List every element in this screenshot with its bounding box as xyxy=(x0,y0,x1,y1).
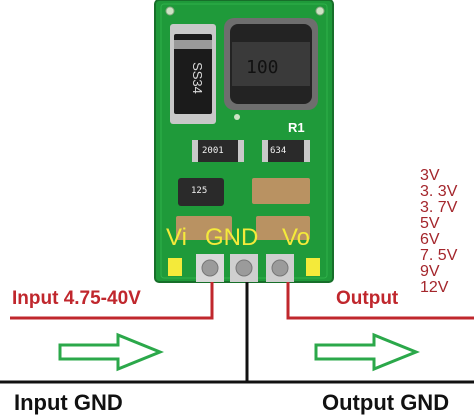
voltage-option: 3. 3V xyxy=(420,183,458,200)
pin-label-vo: Vo xyxy=(282,224,311,251)
schottky-diode: SS34 xyxy=(170,24,216,124)
voltage-option: 3. 7V xyxy=(420,199,458,216)
diode-marking: SS34 xyxy=(190,62,205,94)
inductor xyxy=(224,18,318,110)
voltage-option: 9V xyxy=(420,263,440,280)
output-label: Output xyxy=(336,288,399,309)
pin-label-vi: Vi xyxy=(166,224,187,251)
input-gnd-label: Input GND xyxy=(14,390,123,415)
voltage-option: 12V xyxy=(420,279,449,296)
pin-label-gnd: GND xyxy=(205,224,259,251)
output-arrow xyxy=(314,332,420,372)
voltage-option: 7. 5V xyxy=(420,247,458,264)
output-gnd-label: Output GND xyxy=(322,390,450,415)
smd-components xyxy=(176,140,310,240)
input-voltage-label: Input 4.75-40V xyxy=(12,288,141,309)
voltage-option: 5V xyxy=(420,215,440,232)
voltage-option: 3V xyxy=(420,167,440,184)
r1-label: R1 xyxy=(288,120,305,135)
voltage-option: 6V xyxy=(420,231,440,248)
resistor-2001: 2001 xyxy=(202,146,224,156)
header-pins xyxy=(168,254,320,282)
inductor-code: 100 xyxy=(246,57,279,78)
input-wire xyxy=(10,282,214,320)
resistor-634: 634 xyxy=(270,146,287,156)
resistor-125: 125 xyxy=(191,186,208,196)
output-wire xyxy=(286,282,474,320)
input-arrow xyxy=(58,332,164,372)
output-voltage-list: 3V 3. 3V 3. 7V 5V 6V 7. 5V 9V 12V xyxy=(420,168,457,296)
